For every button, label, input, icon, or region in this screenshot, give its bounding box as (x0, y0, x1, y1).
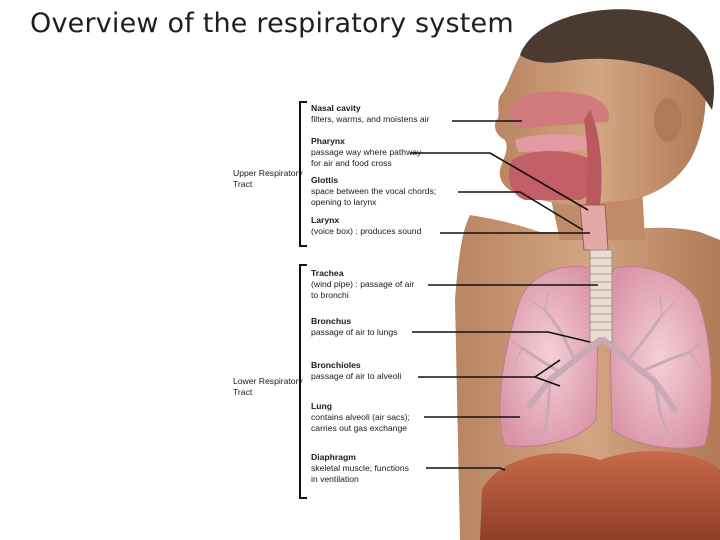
label-nasal-cavity-name: Nasal cavity (311, 103, 429, 114)
label-lung: Lung contains alveoli (air sacs); carrie… (311, 401, 410, 434)
label-bronchioles-name: Bronchioles (311, 360, 401, 371)
label-larynx: Larynx (voice box) : produces sound (311, 215, 421, 237)
label-lung-desc-1: contains alveoli (air sacs); (311, 412, 410, 423)
label-trachea-desc-1: (wind pipe) : passage of air (311, 279, 414, 290)
label-trachea-desc-2: to bronchi (311, 290, 414, 301)
label-trachea-name: Trachea (311, 268, 414, 279)
ear (654, 98, 682, 142)
label-pharynx-name: Pharynx (311, 136, 421, 147)
label-larynx-name: Larynx (311, 215, 421, 226)
label-bronchus: Bronchus passage of air to lungs (311, 316, 397, 338)
label-trachea: Trachea (wind pipe) : passage of air to … (311, 268, 414, 301)
label-nasal-cavity: Nasal cavity filters, warms, and moisten… (311, 103, 429, 125)
group-label-upper: Upper Respiratory Tract (233, 168, 303, 190)
label-glottis-name: Glottis (311, 175, 436, 186)
label-pharynx-desc-2: for air and food cross (311, 158, 421, 169)
label-diaphragm: Diaphragm skeletal muscle; functions in … (311, 452, 409, 485)
larynx (580, 205, 608, 250)
label-lung-desc-2: carries out gas exchange (311, 423, 410, 434)
trachea (590, 250, 612, 342)
label-glottis-desc-1: space between the vocal chords; (311, 186, 436, 197)
label-lung-name: Lung (311, 401, 410, 412)
label-bronchioles: Bronchioles passage of air to alveoli (311, 360, 401, 382)
label-glottis-desc-2: opening to larynx (311, 197, 436, 208)
label-bronchus-name: Bronchus (311, 316, 397, 327)
label-glottis: Glottis space between the vocal chords; … (311, 175, 436, 208)
label-nasal-cavity-desc-1: filters, warms, and moistens air (311, 114, 429, 125)
diaphragm (480, 451, 720, 540)
label-bronchus-desc-1: passage of air to lungs (311, 327, 397, 338)
label-diaphragm-name: Diaphragm (311, 452, 409, 463)
label-pharynx-desc-1: passage way where pathway (311, 147, 421, 158)
label-larynx-desc-1: (voice box) : produces sound (311, 226, 421, 237)
label-diaphragm-desc-1: skeletal muscle; functions (311, 463, 409, 474)
group-label-lower: Lower Respiratory Tract (233, 376, 303, 398)
label-pharynx: Pharynx passage way where pathway for ai… (311, 136, 421, 169)
label-diaphragm-desc-2: in ventilation (311, 474, 409, 485)
label-bronchioles-desc-1: passage of air to alveoli (311, 371, 401, 382)
